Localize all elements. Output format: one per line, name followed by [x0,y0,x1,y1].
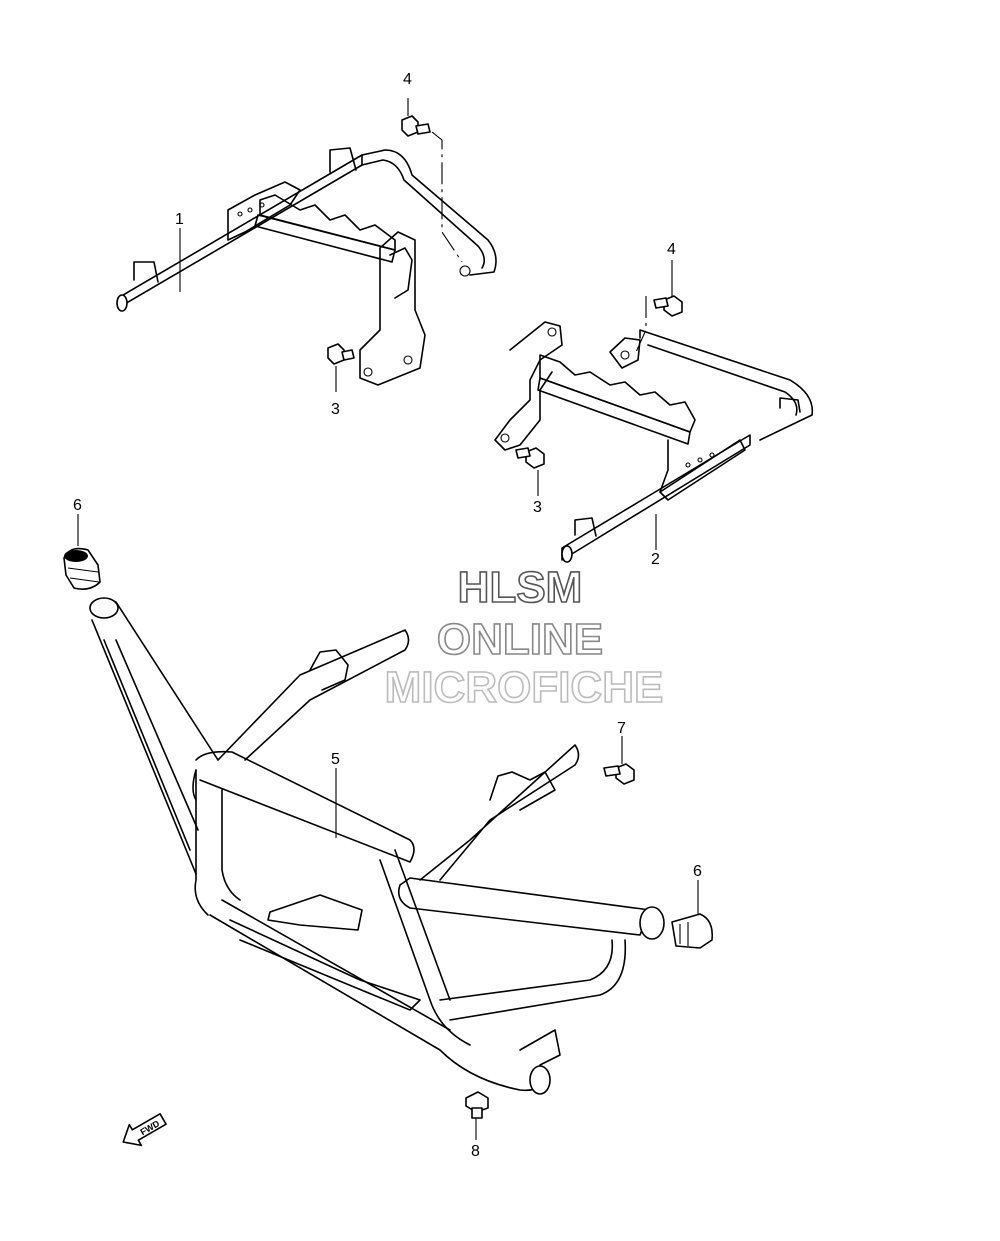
watermark-line-2: ONLINE [437,615,603,664]
callout-6-left: 6 [73,497,82,514]
watermark: HLSM ONLINE MICROFICHE [384,562,664,713]
fwd-arrow-icon: FWD [122,1113,167,1147]
callout-4-right: 4 [667,241,676,258]
callout-6-right: 6 [693,863,702,880]
watermark-line-1: HLSM [458,563,583,612]
footrest-left [116,147,497,386]
front-guard [89,597,665,1095]
callout-3-right: 3 [533,499,542,516]
callout-1: 1 [175,211,184,228]
callout-8: 8 [471,1143,480,1160]
bolt-4-right [635,260,683,353]
watermark-line-3: MICROFICHE [385,663,664,712]
callout-2: 2 [651,551,660,568]
bolt-3-left [327,343,355,392]
bolt-4-top [401,98,463,263]
callout-5: 5 [331,751,340,768]
bolt-7 [603,736,635,785]
footrest-right [494,321,814,563]
callout-3-left: 3 [331,401,340,418]
bolt-8 [465,1091,489,1140]
bolt-3-right [515,447,545,496]
callout-7: 7 [617,720,626,737]
callout-4-top: 4 [403,71,412,88]
plug-6-right [671,880,714,949]
plug-6-left [63,514,101,590]
